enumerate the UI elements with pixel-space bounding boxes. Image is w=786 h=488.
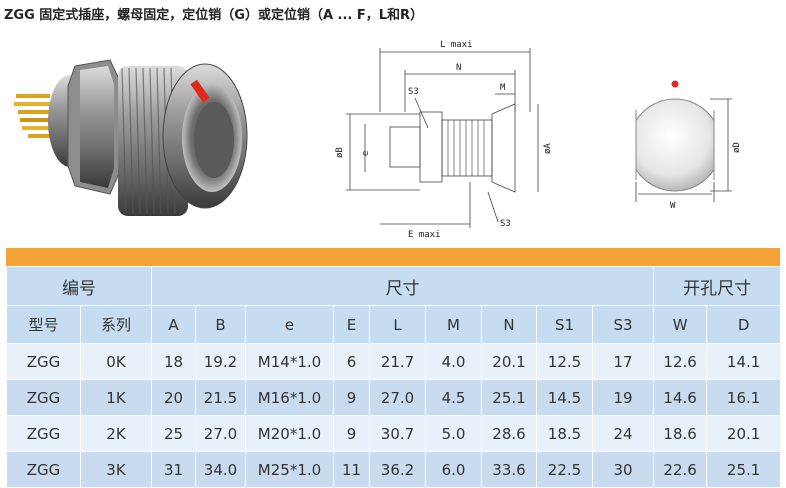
table-cell: ZGG (6, 343, 81, 380)
table-cell: 18.5 (536, 415, 593, 452)
table-cell: 27.0 (369, 379, 426, 416)
page-title: ZGG 固定式插座，螺母固定，定位销（G）或定位销（A ... F，L和R） (4, 8, 424, 23)
w-label: W (670, 201, 676, 211)
table-cell: 14.6 (653, 379, 708, 416)
group-header-cutout: 开孔尺寸 (653, 266, 782, 306)
column-header: A (151, 305, 196, 344)
table-cell: 27.0 (195, 415, 246, 452)
table-cell: 20.1 (706, 415, 782, 452)
table-cell: 25 (151, 415, 196, 452)
column-header-row: 型号 系列 A B e E L M N S1 S3 W D (6, 305, 782, 344)
table-cell: 31 (151, 451, 196, 488)
group-header-row: 编号 尺寸 开孔尺寸 (6, 266, 782, 306)
dimension-drawing: L maxi N M S3 S3 E maxi øB e øA (335, 40, 553, 240)
table-row: ZGG 0K 18 19.2 M14*1.0 6 21.7 4.0 20.1 1… (6, 343, 782, 380)
table-cell: 22.5 (536, 451, 593, 488)
table-cell: 2K (80, 415, 152, 452)
l-maxi-label: L maxi (440, 40, 473, 50)
table-cell: ZGG (6, 415, 81, 452)
phi-d-label: øD (732, 142, 742, 153)
table-cell: 11 (333, 451, 370, 488)
s3-bottom-label: S3 (500, 219, 511, 229)
column-header: N (481, 305, 537, 344)
table-cell: 18.6 (653, 415, 708, 452)
table-cell: 36.2 (369, 451, 426, 488)
table-cell: 25.1 (706, 451, 782, 488)
table-header-bar (6, 248, 780, 266)
table-row: ZGG 3K 31 34.0 M25*1.0 11 36.2 6.0 33.6 … (6, 451, 782, 488)
column-header: S1 (536, 305, 593, 344)
table-cell: M14*1.0 (245, 343, 334, 380)
column-header: 型号 (6, 305, 81, 344)
table-cell: 16.1 (706, 379, 782, 416)
table-cell: 3K (80, 451, 152, 488)
table-cell: 19 (591, 379, 655, 416)
table-cell: ZGG (6, 451, 81, 488)
table-cell: 9 (333, 415, 370, 452)
column-header: S3 (591, 305, 655, 344)
table-cell: 22.6 (653, 451, 708, 488)
group-header-size: 尺寸 (150, 266, 655, 306)
column-header: D (706, 305, 782, 344)
table-cell: 4.5 (425, 379, 482, 416)
table-cell: 33.6 (481, 451, 537, 488)
column-header: E (333, 305, 370, 344)
table-row: ZGG 1K 20 21.5 M16*1.0 9 27.0 4.5 25.1 1… (6, 379, 782, 416)
table-cell: 21.7 (369, 343, 426, 380)
table-cell: 6.0 (425, 451, 482, 488)
table-cell: 28.6 (481, 415, 537, 452)
table-cell: 12.6 (653, 343, 708, 380)
table-cell: 18 (151, 343, 196, 380)
locating-dot (671, 80, 679, 88)
column-header: L (369, 305, 426, 344)
phi-b-label: øB (335, 147, 345, 158)
table-cell: 30 (591, 451, 655, 488)
table-cell: M16*1.0 (245, 379, 334, 416)
table-cell: 19.2 (195, 343, 246, 380)
e-label: e (361, 151, 371, 156)
n-label: N (456, 63, 461, 73)
table-cell: 25.1 (481, 379, 537, 416)
table-cell: 5.0 (425, 415, 482, 452)
table-cell: 6 (333, 343, 370, 380)
table-cell: 14.1 (706, 343, 782, 380)
e-maxi-label: E maxi (408, 230, 441, 240)
table-cell: 30.7 (369, 415, 426, 452)
table-cell: ZGG (6, 379, 81, 416)
table-cell: 17 (591, 343, 655, 380)
table-cell: 24 (591, 415, 655, 452)
pins (14, 94, 52, 138)
m-label: M (500, 83, 506, 93)
table-row: ZGG 2K 25 27.0 M20*1.0 9 30.7 5.0 28.6 1… (6, 415, 782, 452)
table-cell: 34.0 (195, 451, 246, 488)
table-cell: 1K (80, 379, 152, 416)
column-header: W (653, 305, 708, 344)
column-header: M (425, 305, 482, 344)
panel-cutout-drawing: W øD (635, 80, 742, 211)
table-cell: 14.5 (536, 379, 593, 416)
phi-a-label: øA (543, 143, 553, 154)
group-header-id: 编号 (6, 266, 152, 306)
table-cell: 20.1 (481, 343, 537, 380)
column-header: e (245, 305, 334, 344)
table-cell: 20 (151, 379, 196, 416)
table-cell: M25*1.0 (245, 451, 334, 488)
column-header: B (195, 305, 246, 344)
table-cell: 4.0 (425, 343, 482, 380)
table-cell: 0K (80, 343, 152, 380)
table-cell: 12.5 (536, 343, 593, 380)
table-cell: 21.5 (195, 379, 246, 416)
table-cell: 9 (333, 379, 370, 416)
s3-top-label: S3 (408, 87, 419, 97)
column-header: 系列 (80, 305, 152, 344)
connector-photo (14, 59, 248, 216)
table-cell: M20*1.0 (245, 415, 334, 452)
dimension-table: 编号 尺寸 开孔尺寸 型号 系列 A B e E L M N S1 S3 W D… (6, 266, 782, 488)
